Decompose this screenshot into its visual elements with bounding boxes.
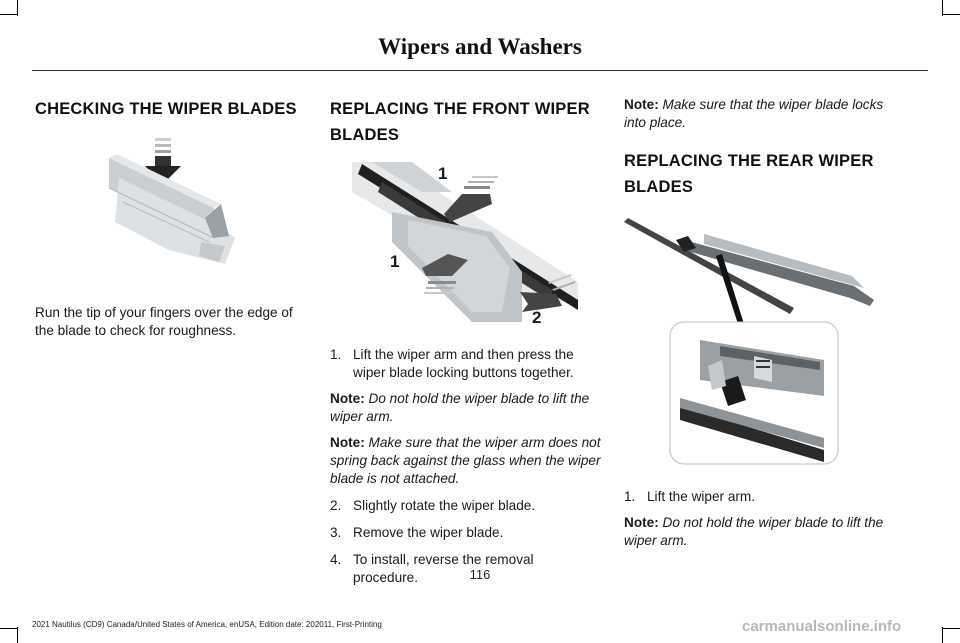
note: Note: Make sure that the wiper arm does … [330, 435, 601, 486]
callout-number: 1 [390, 252, 400, 271]
step-list: 1.Lift the wiper arm. [624, 488, 896, 506]
section-checking-wiper-blades: CHECKING THE WIPER BLADES Run the tip of… [35, 96, 307, 340]
section-heading: CHECKING THE WIPER BLADES [35, 100, 297, 118]
crop-mark [17, 0, 18, 16]
wiper-blade-check-illustration [109, 138, 307, 266]
section-heading: REPLACING THE REAR WIPER BLADES [624, 152, 874, 196]
crop-mark [942, 14, 960, 15]
section-replacing-rear-wiper-blades: Note: Make sure that the wiper blade loc… [624, 96, 896, 550]
note: Note: Do not hold the wiper blade to lif… [330, 391, 590, 424]
page-title: Wipers and Washers [378, 34, 582, 59]
step-list: 2.Slightly rotate the wiper blade. 3.Rem… [330, 497, 602, 587]
front-wiper-blade-illustration: 1 1 2 [352, 162, 578, 334]
callout-number: 1 [438, 164, 448, 183]
note: Note: Make sure that the wiper blade loc… [624, 97, 884, 130]
note: Note: Do not hold the wiper blade to lif… [624, 515, 884, 548]
page-number: 116 [469, 567, 491, 582]
rear-wiper-blade-illustration [624, 210, 880, 478]
header-divider [32, 70, 928, 71]
list-item: 1.Lift the wiper arm. [624, 489, 756, 504]
list-item: 4.To install, reverse the removal proced… [330, 552, 534, 585]
crop-mark [0, 628, 18, 629]
body-text: Run the tip of your fingers over the edg… [35, 305, 293, 338]
crop-mark [942, 627, 943, 643]
crop-mark [942, 628, 960, 629]
list-item: 3.Remove the wiper blade. [330, 525, 504, 540]
crop-mark [0, 14, 18, 15]
section-heading: REPLACING THE FRONT WIPER BLADES [330, 100, 590, 144]
crop-mark [942, 0, 943, 16]
footer-text: 2021 Nautilus (CD9) Canada/United States… [32, 620, 382, 629]
callout-number: 2 [532, 308, 542, 327]
crop-mark [17, 627, 18, 643]
step-list: 1.Lift the wiper arm and then press the … [330, 346, 602, 382]
list-item: 1.Lift the wiper arm and then press the … [330, 347, 574, 380]
list-item: 2.Slightly rotate the wiper blade. [330, 498, 536, 513]
section-replacing-front-wiper-blades: REPLACING THE FRONT WIPER BLADES 1 [330, 96, 602, 587]
watermark: carmanualsonline.info [742, 618, 902, 635]
